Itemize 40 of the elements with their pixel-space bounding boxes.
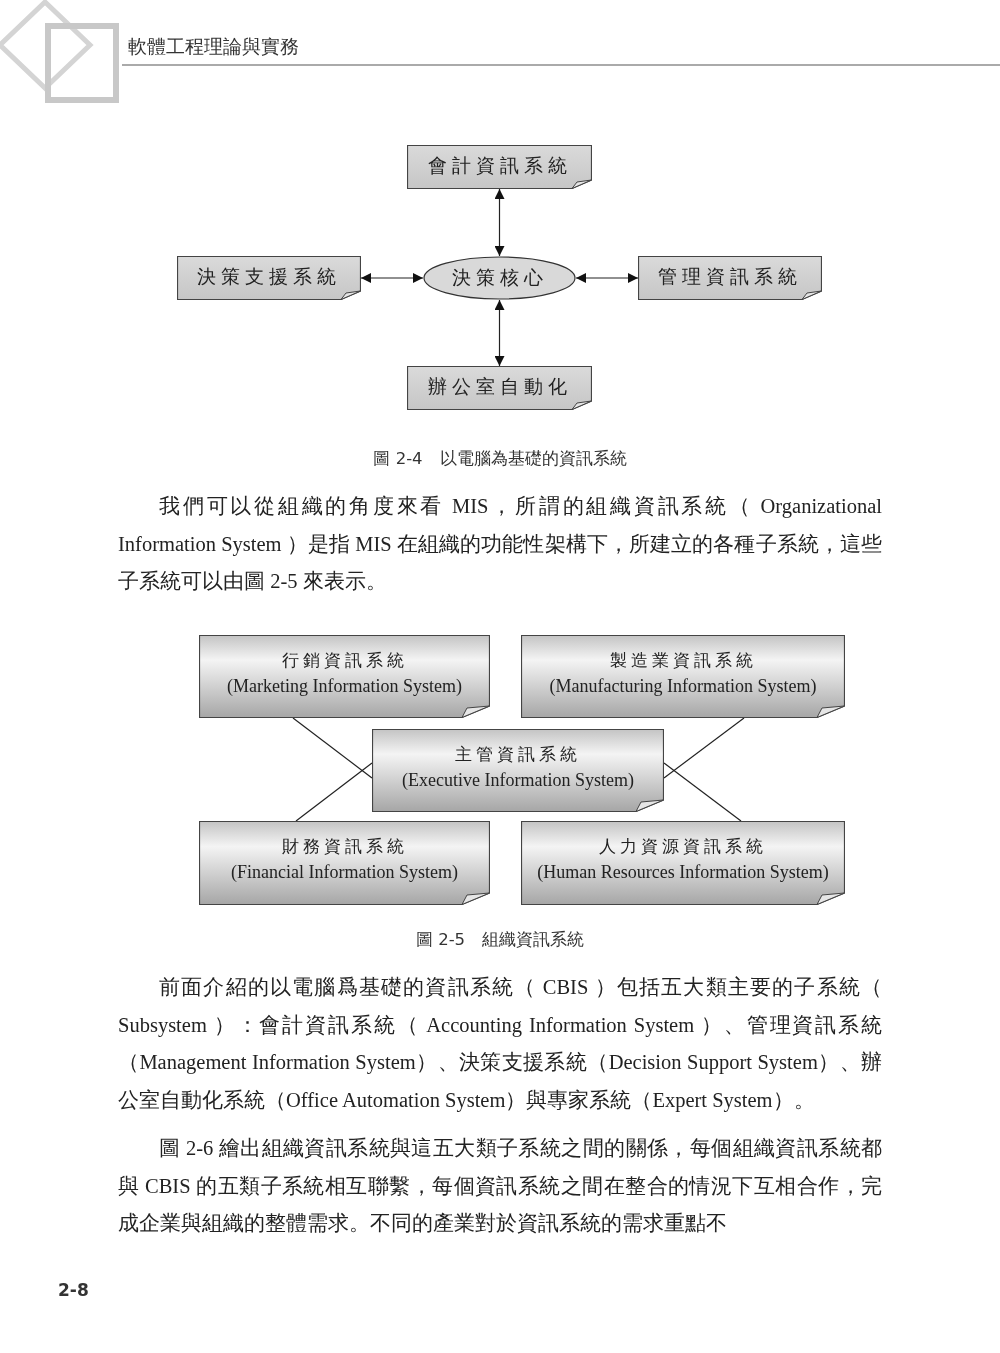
note-box — [521, 821, 845, 905]
note-box — [177, 256, 361, 300]
system-name: 製造業資訊系統 — [609, 649, 757, 672]
note-box — [407, 145, 592, 189]
english-name: (Executive Information System) — [402, 768, 634, 792]
connector-line — [295, 762, 373, 822]
system-name: 管理資訊系統 — [658, 265, 802, 289]
figure-caption: 圖 2-5 組織資訊系統 — [414, 929, 586, 951]
system-name: 辦公室自動化 — [427, 375, 572, 399]
english-name: (Marketing Information System) — [227, 674, 462, 698]
system-name: 主管資訊系統 — [455, 743, 581, 766]
note-box — [521, 635, 845, 718]
body-paragraph: 圖 2-6 繪出組織資訊系統與這五大類子系統之間的關係，每個組織資訊系統都與 CBIS 的五類子系統相互聯繫，每個資訊系統之間在整合的情況下互相合作，完成企業與組織的整體需求。不同的產業對於資訊系統的需求重點不 — [118, 1136, 882, 1236]
connector-line — [663, 717, 745, 779]
ellipse-node — [423, 256, 576, 300]
system-name: 決策支援系統 — [197, 265, 341, 289]
system-name: 財務資訊系統 — [281, 836, 408, 858]
note-box — [199, 821, 490, 905]
system-name: 行銷資訊系統 — [281, 649, 408, 672]
note-box — [638, 256, 822, 300]
english-name: (Manufacturing Information System) — [549, 674, 817, 698]
system-name: 決策核心 — [451, 266, 548, 290]
arrow — [494, 299, 505, 367]
english-name: (Financial Information System) — [231, 861, 458, 884]
system-name: 人力資源資訊系統 — [599, 836, 767, 858]
page-number: 2-8 — [58, 1280, 89, 1300]
arrow — [494, 188, 505, 257]
note-box — [407, 366, 592, 410]
figure-caption: 圖 2-4 以電腦為基礎的資訊系統 — [372, 448, 628, 470]
connector-line — [292, 717, 373, 779]
note-box — [199, 635, 490, 718]
body-paragraph: 我們可以從組織的角度來看 MIS，所謂的組織資訊系統（ Organizational Information System ）是指 MIS 在組織的功能性架構下，所建立的各種子系統，這些子系統可以由圖 2-5 來表示。 — [118, 494, 882, 594]
system-name: 會計資訊系統 — [427, 154, 572, 178]
note-box — [372, 729, 664, 812]
arrow — [575, 273, 639, 283]
page-header: 軟體工程理論與實務 — [128, 34, 299, 59]
arrow — [360, 273, 424, 283]
body-paragraph: 前面介紹的以電腦爲基礎的資訊系統（ CBIS ）包括五大類主要的子系統（ Subsystem ）：會計資訊系統（ Accounting Information System ）、管理資訊系統（Management Information System）、決策支援系統（Decision Support System）、辦公室自動化系統（Office Automation System）與專家系統（Expert System）。 — [118, 975, 882, 1114]
connector-line — [663, 762, 742, 822]
english-name: (Human Resources Information System) — [537, 861, 829, 884]
